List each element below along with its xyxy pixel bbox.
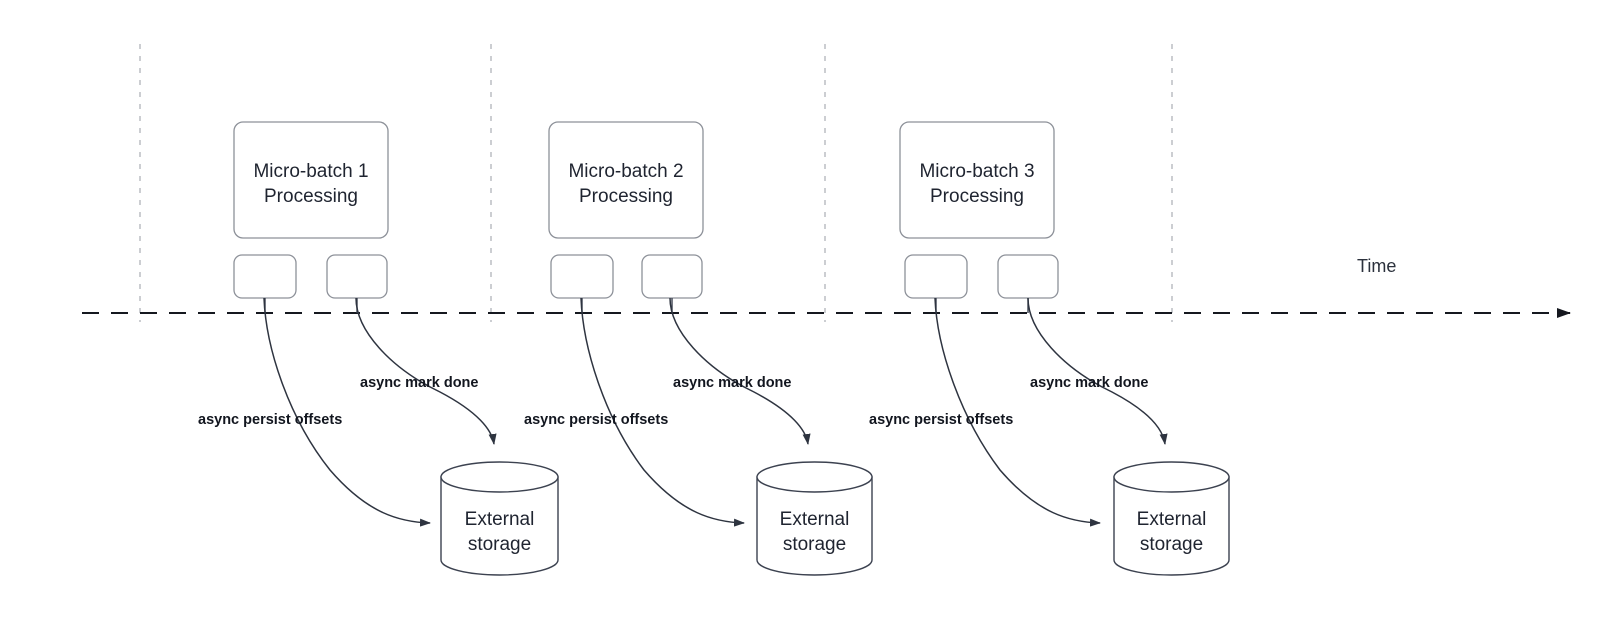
cylinder-body	[1113, 476, 1230, 576]
async-mark-done-label: async mark done	[673, 375, 791, 391]
storage-label-line2: storage	[1140, 534, 1203, 555]
async-persist-offsets-label: async persist offsets	[198, 412, 342, 428]
process-box[interactable]	[233, 121, 389, 239]
process-box-subtitle: Processing	[579, 186, 673, 207]
external-storage-cylinder[interactable]: External storage	[440, 461, 559, 576]
storage-label-line2: storage	[468, 534, 531, 555]
cylinder-top	[1113, 461, 1230, 493]
process-box-subtitle: Processing	[930, 186, 1024, 207]
async-mark-done-label: async mark done	[1030, 375, 1148, 391]
time-boundary-lines	[139, 44, 1173, 322]
persist-offsets-task[interactable]	[904, 254, 968, 299]
process-box-title: Micro-batch 3	[919, 161, 1034, 182]
cylinder-body	[440, 476, 559, 576]
async-persist-offsets-arrow	[263, 297, 431, 527]
storage-label-line1: External	[1137, 509, 1207, 530]
external-storage-cylinder[interactable]: External storage	[756, 461, 873, 576]
async-persist-offsets-arrow	[580, 297, 745, 527]
storage-label-line1: External	[780, 509, 850, 530]
storage-label-line2: storage	[783, 534, 846, 555]
async-mark-done-label: async mark done	[360, 375, 478, 391]
time-axis-label: Time	[1357, 256, 1396, 276]
mark-done-task[interactable]	[641, 254, 703, 299]
time-axis: Time	[82, 256, 1571, 318]
cylinder-top	[756, 461, 873, 493]
mark-done-task[interactable]	[326, 254, 388, 299]
storage-label-line1: External	[465, 509, 535, 530]
process-box[interactable]	[548, 121, 704, 239]
external-storage-cylinder[interactable]: External storage	[1113, 461, 1230, 576]
persist-offsets-task[interactable]	[233, 254, 297, 299]
async-mark-done-arrow	[669, 297, 811, 445]
process-box-subtitle: Processing	[264, 186, 358, 207]
async-persist-offsets-arrow	[934, 297, 1101, 527]
cylinder-body	[756, 476, 873, 576]
cylinder-top	[440, 461, 559, 493]
async-persist-offsets-label: async persist offsets	[524, 412, 668, 428]
async-mark-done-arrow	[1027, 297, 1168, 445]
mark-done-task[interactable]	[997, 254, 1059, 299]
async-mark-done-arrow	[355, 297, 497, 445]
process-box-title: Micro-batch 2	[568, 161, 683, 182]
process-box[interactable]	[899, 121, 1055, 239]
async-persist-offsets-label: async persist offsets	[869, 412, 1013, 428]
process-box-title: Micro-batch 1	[253, 161, 368, 182]
persist-offsets-task[interactable]	[550, 254, 614, 299]
